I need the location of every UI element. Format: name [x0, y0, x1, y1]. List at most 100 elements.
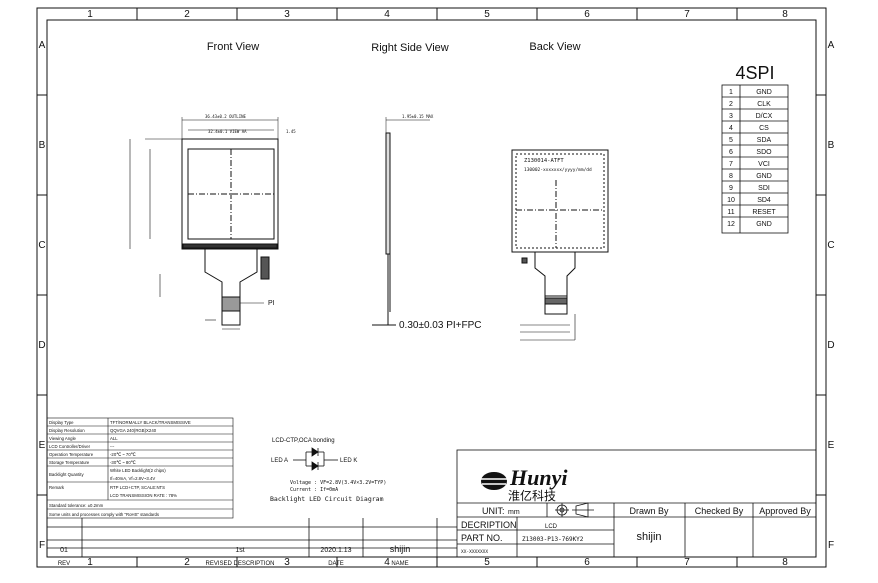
- spec-key: Backlight Quantity: [49, 472, 84, 477]
- rev-name: shijin: [390, 544, 411, 554]
- pin-name: SD4: [757, 197, 771, 204]
- small-note: XX-XXXXXXX: [461, 549, 488, 555]
- pin-no: 9: [729, 185, 733, 192]
- projection-symbol: [555, 502, 594, 518]
- rev-desc-header: REVISED DESCRIPTION: [205, 561, 274, 567]
- row-label-c-right: C: [827, 240, 834, 251]
- pin-name: GND: [756, 173, 772, 180]
- circuit-title: LCD-CTP,OCA bonding: [272, 438, 335, 444]
- pin-table: [721, 84, 789, 234]
- spec-key: Remark: [49, 485, 65, 490]
- unit-label: UNIT:: [482, 506, 505, 516]
- description-value: LCD: [545, 524, 558, 530]
- pi-label: PI: [268, 300, 275, 307]
- circuit-voltage: Voltage : VF=2.8V(3.4V×3.2V=TYP): [290, 480, 386, 486]
- row-label-b: B: [39, 140, 46, 151]
- drawn-by-header: Drawn By: [629, 506, 669, 516]
- spec-table: [46, 417, 234, 519]
- col-label-6: 6: [584, 9, 590, 20]
- spec-value: QQVGA 240(RGB)X240: [110, 428, 157, 433]
- pin-name: GND: [756, 89, 772, 96]
- column-ticks: [37, 8, 826, 567]
- col-label-7: 7: [684, 9, 690, 20]
- col-label-3: 3: [284, 9, 290, 20]
- spec-value: White LED Backlight(2 chips): [110, 468, 166, 473]
- pin-no: 2: [729, 101, 733, 108]
- front-bottom-edge: [182, 243, 278, 249]
- side-view: [372, 117, 430, 326]
- pin-name: GND: [756, 221, 772, 228]
- spec-value: ALL: [110, 436, 118, 441]
- row-label-f-right: F: [828, 540, 834, 551]
- pin-table-title: 4SPI: [735, 63, 774, 83]
- col-label-1: 1: [87, 9, 93, 20]
- spec-value: TFT/NORMALLY BLACK/TRANSMISSIVE: [110, 420, 191, 425]
- front-view-title: Front View: [207, 41, 259, 53]
- led-k-label: LED K: [340, 458, 357, 464]
- col-label-5: 5: [484, 9, 490, 20]
- rev-number: 01: [60, 547, 68, 554]
- back-fpc-tail: [544, 295, 568, 315]
- hunyi-logo: [481, 472, 507, 490]
- back-view: [511, 149, 609, 341]
- pin-name: RESET: [752, 209, 776, 216]
- pin-name: CS: [759, 125, 769, 132]
- part-no-label: PART NO.: [461, 533, 503, 543]
- col-label-4: 4: [384, 9, 390, 20]
- back-label-line2: 130002-xxxxxxx/yyyy/mm/dd: [524, 167, 592, 173]
- back-view-title: Back View: [529, 41, 580, 53]
- spec-key: Display Type: [49, 420, 74, 425]
- logo-brand: Hunyi: [509, 465, 568, 490]
- spec-value: LCD TRANSMISSION RATE : 78%: [110, 493, 177, 498]
- title-block: [456, 449, 817, 558]
- pin-name: CLK: [757, 101, 771, 108]
- front-view: [129, 117, 279, 330]
- row-label-b-right: B: [828, 140, 835, 151]
- col-label-bottom-5: 5: [484, 557, 490, 568]
- front-dim-top: 36.43±0.2 OUTLINE: [205, 114, 247, 119]
- spec-note: Standard tolerance: ±0.2mm: [49, 503, 104, 508]
- spec-note: Some units and processes comply with "Ro…: [49, 512, 159, 517]
- side-dim: 1.95±0.15 MAX: [402, 114, 434, 119]
- row-label-f: F: [39, 540, 45, 551]
- pin-no: 5: [729, 137, 733, 144]
- col-label-bottom-3: 3: [284, 557, 290, 568]
- spec-value: -20℃ ~ 70℃: [110, 452, 136, 457]
- logo-cn: 淮亿科技: [508, 488, 556, 503]
- row-label-e: E: [39, 440, 46, 451]
- row-label-d: D: [38, 340, 45, 351]
- spec-key: Display Resolution: [49, 428, 85, 433]
- row-label-e-right: E: [828, 440, 835, 451]
- spec-key: Operation Temperature: [49, 452, 94, 457]
- spec-key: Storage Temperature: [49, 460, 90, 465]
- spec-key: LCD Controller/Driver: [49, 444, 91, 449]
- pin-name: SDA: [757, 137, 772, 144]
- pin-no: 6: [729, 149, 733, 156]
- row-label-a: A: [39, 40, 46, 51]
- spec-key: Viewing Angle: [49, 436, 77, 441]
- rev-header: REV: [58, 561, 70, 567]
- rev-date: 2020.1.13: [320, 547, 351, 554]
- col-label-8: 8: [782, 9, 788, 20]
- led-a-label: LED A: [271, 458, 288, 464]
- front-dim-top2: 32.4±0.1 VIEW AA: [208, 129, 247, 134]
- row-label-c: C: [38, 240, 45, 251]
- spec-value: -30℃ ~ 80℃: [110, 460, 136, 465]
- row-label-d-right: D: [827, 340, 834, 351]
- pin-name: SDI: [758, 185, 770, 192]
- front-outline: [181, 138, 279, 250]
- pin-no: 10: [727, 197, 735, 204]
- side-body: [385, 132, 391, 255]
- col-label-2: 2: [184, 9, 190, 20]
- rev-name-header: NAME: [391, 561, 408, 567]
- led-circuit: [293, 447, 338, 471]
- unit-value: mm: [508, 509, 520, 516]
- pin-name: SDO: [756, 149, 772, 156]
- col-label-bottom-8: 8: [782, 557, 788, 568]
- front-dim-small: 1.45: [286, 129, 296, 134]
- spec-value: ---: [110, 444, 115, 449]
- inner-frame: [46, 19, 817, 558]
- col-label-bottom-1: 1: [87, 557, 93, 568]
- circuit-current: Current : If=0mA: [290, 487, 338, 493]
- checked-by-header: Checked By: [695, 506, 744, 516]
